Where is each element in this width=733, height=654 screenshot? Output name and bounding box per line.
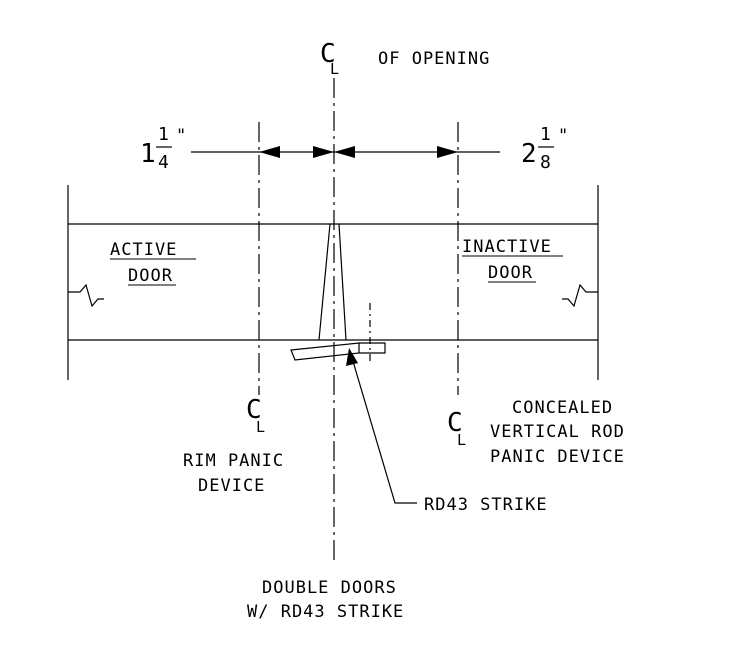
- rim-panic-label-2: DEVICE: [198, 476, 265, 496]
- concealed-label-2: VERTICAL ROD: [490, 422, 625, 442]
- dim-right-whole: 2: [521, 139, 537, 169]
- dim-right-numerator: 1: [540, 124, 551, 145]
- arrow-left-outer: [259, 146, 280, 158]
- caption-line-2: W/ RD43 STRIKE: [247, 602, 404, 622]
- cl-left-l-symbol: L: [256, 418, 265, 436]
- cl-top-c-symbol: C: [320, 39, 336, 69]
- dim-left-whole: 1: [140, 139, 156, 169]
- break-symbol-left: [68, 283, 104, 308]
- cl-right-l-symbol: L: [457, 431, 466, 449]
- strike-leader-arrow: [346, 348, 358, 366]
- dim-left-numerator: 1: [158, 124, 169, 145]
- rim-panic-label-1: RIM PANIC: [183, 451, 284, 471]
- strike-plate-tab: [358, 342, 386, 354]
- arrow-right-outer: [437, 146, 458, 158]
- dim-left-denominator: 4: [158, 152, 169, 173]
- cl-top-l-symbol: L: [330, 60, 339, 78]
- inactive-door-label-2: DOOR: [488, 263, 533, 283]
- dim-left-inch-mark: ": [176, 126, 187, 146]
- cl-left-c-symbol: C: [246, 395, 262, 425]
- dim-right-denominator: 8: [540, 152, 551, 173]
- cl-right-c-symbol: C: [447, 408, 463, 438]
- concealed-label-1: CONCEALED: [512, 398, 613, 418]
- active-door-edge: [318, 223, 331, 341]
- concealed-label-3: PANIC DEVICE: [490, 447, 625, 467]
- arrow-left-inner: [313, 146, 334, 158]
- inactive-door-edge: [338, 223, 347, 341]
- strike-label: RD43 STRIKE: [424, 495, 548, 515]
- caption-line-1: DOUBLE DOORS: [262, 578, 397, 598]
- cl-top-label: OF OPENING: [378, 49, 490, 69]
- dim-right-inch-mark: ": [558, 126, 569, 146]
- arrow-right-inner: [334, 146, 355, 158]
- active-door-label-2: DOOR: [128, 266, 173, 286]
- break-symbol-right: [562, 283, 598, 308]
- active-door-label-1: ACTIVE: [110, 240, 177, 260]
- strike-leader: [351, 357, 417, 504]
- inactive-door-label-1: INACTIVE: [462, 237, 552, 257]
